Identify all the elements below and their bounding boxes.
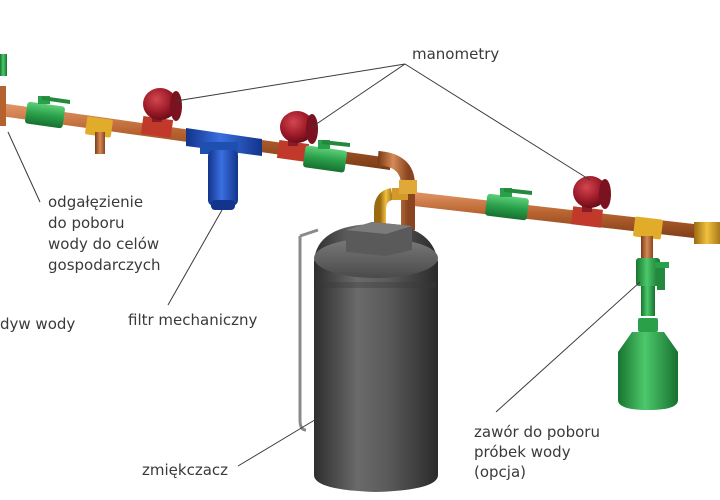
sampling-tee <box>633 216 669 316</box>
leader-manometer-2 <box>311 63 406 128</box>
sample-container <box>618 318 678 410</box>
leader-filter <box>167 209 223 306</box>
ball-valve-1 <box>25 96 70 129</box>
label-water-inlet-text: dyw wody <box>0 315 76 333</box>
label-branch-outlet: odgałęzienie do poboru wody do celów gos… <box>48 192 161 276</box>
ball-valve-3 <box>485 188 532 221</box>
water-softener <box>298 222 438 492</box>
leader-lines <box>7 63 641 467</box>
softener-connection-pipes <box>374 151 417 236</box>
pressure-gauge-2 <box>276 111 318 163</box>
label-manometers-text: manometry <box>412 45 500 63</box>
brass-tee-branch <box>85 116 113 154</box>
label-softener-text: zmiękczacz <box>142 461 229 479</box>
label-branch-line-2: do poboru <box>48 214 125 232</box>
leader-manometer-1 <box>175 63 406 102</box>
pressure-gauge-3 <box>571 176 611 228</box>
label-sample-line-1: zawór do poboru <box>474 423 600 441</box>
ball-valve-2 <box>303 140 350 173</box>
label-sample-line-2: próbek wody <box>474 443 571 461</box>
label-manometers: manometry <box>412 44 499 64</box>
label-filter-text: filtr mechaniczny <box>128 311 258 329</box>
mechanical-filter <box>186 128 262 210</box>
label-water-inlet: dyw wody <box>0 314 75 334</box>
leader-branch <box>7 131 41 203</box>
label-softener: zmiękczacz <box>142 460 228 480</box>
leader-manometer-3 <box>404 63 591 181</box>
label-sample-valve: zawór do poboru próbek wody (opcja) <box>474 422 600 482</box>
label-branch-line-4: gospodarczych <box>48 256 161 274</box>
label-sample-line-3: (opcja) <box>474 463 527 481</box>
leader-sample-valve <box>495 281 641 413</box>
label-mechanical-filter: filtr mechaniczny <box>128 310 257 330</box>
left-edge-valve <box>0 54 7 126</box>
label-branch-line-1: odgałęzienie <box>48 193 144 211</box>
label-branch-line-3: wody do celów <box>48 235 160 253</box>
leader-softener <box>237 417 319 467</box>
pressure-gauge-1 <box>140 88 182 139</box>
right-edge-fitting <box>694 222 720 244</box>
